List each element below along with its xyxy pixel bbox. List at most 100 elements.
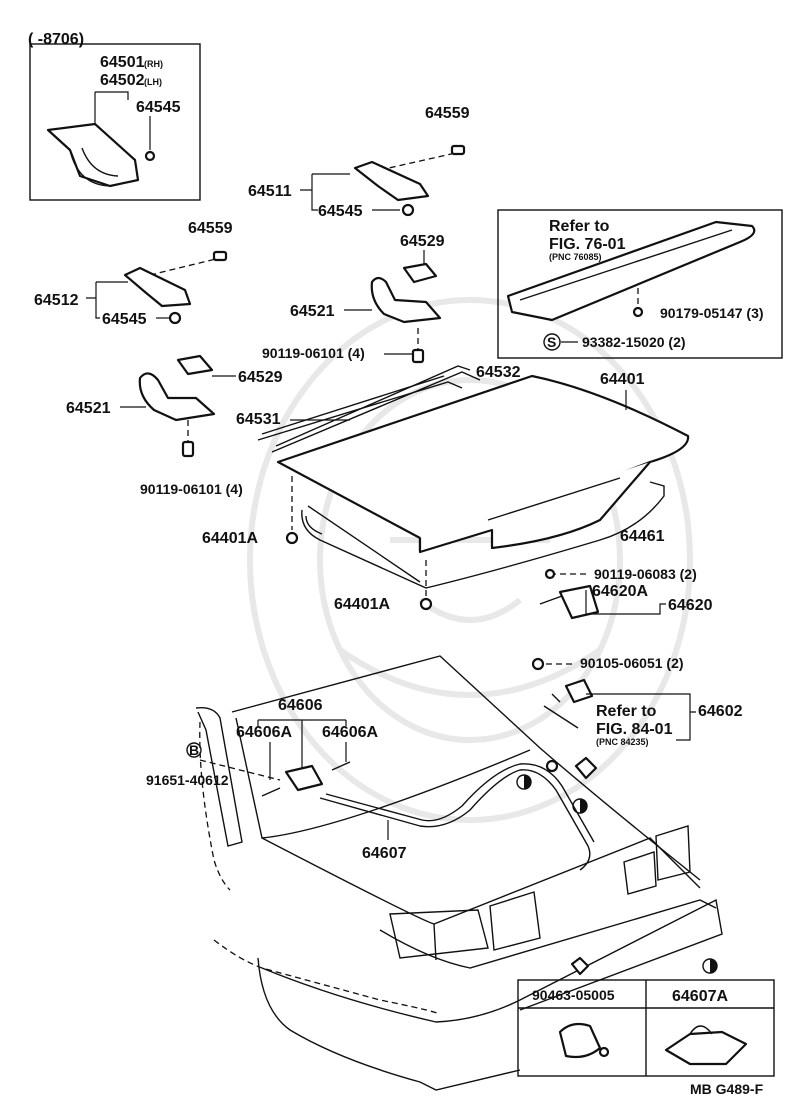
legend-table: 90463-05005 64607A [517, 956, 775, 1077]
label-64401: 64401 [600, 371, 645, 388]
label-64607: 64607 [362, 845, 407, 862]
figure-code: MB G489-F [690, 1081, 764, 1097]
label-bolt-4-b: 90119-06101 (4) [140, 481, 243, 497]
label-64532: 64532 [476, 364, 521, 381]
clamp-64607A [664, 1030, 748, 1066]
rear-window [231, 655, 701, 881]
hinge-arm-left: 64529 64521 90119-06101 (4) [66, 354, 283, 497]
date-range-label: ( -8706) [28, 31, 84, 48]
hinge-inset-box [29, 43, 201, 201]
bolt-90119-06083 [544, 568, 556, 580]
legend-diamond-symbol [570, 956, 590, 976]
bracket-64529-a [402, 262, 438, 284]
label-64501-side: (RH) [144, 59, 163, 69]
lock-fig-ref: FIG. 84-01 [596, 721, 673, 738]
torsion-rod-64531 [257, 375, 463, 441]
hinge-inset-part [46, 122, 140, 188]
diamond-marker [574, 756, 598, 780]
label-64602: 64602 [698, 703, 743, 720]
lock-assembly: 90119-06083 (2) 64620A 64620 [539, 566, 713, 620]
leader-64501 [94, 91, 129, 132]
release-cable: 64607 [319, 756, 598, 871]
car-body [195, 655, 723, 1091]
hinge-inset: 64501 (RH) 64502 (LH) 64545 [46, 54, 181, 188]
torsion-rods: 64532 64531 [236, 364, 521, 453]
label-64501: 64501 [100, 54, 145, 71]
trunk-opening [261, 837, 701, 925]
lock-64620 [558, 584, 600, 620]
hinge-arm-right: 64529 64521 90119-06101 (4) [262, 233, 445, 364]
clip-90463-on-cable [545, 759, 559, 773]
clip-90463-05005 [558, 1022, 602, 1059]
screw-90179 [632, 306, 644, 318]
cushion-64401A-b [419, 597, 433, 611]
label-64559-top: 64559 [425, 105, 470, 122]
weatherstrip-64461 [301, 481, 665, 589]
hinge-plate-64511 [353, 160, 430, 202]
tail-lamp-left [389, 909, 489, 959]
bolt-64559-b [212, 250, 228, 262]
legend-col2-part: 64607A [672, 988, 728, 1005]
striker-assembly: 90105-06051 (2) Refer to FIG. 84-01 (PNC… [531, 655, 743, 747]
trunk-lid-edge [418, 461, 651, 554]
lock-pnc: (PNC 84235) [596, 737, 649, 747]
label-64559-b: 64559 [188, 220, 233, 237]
rear-spoiler [506, 220, 756, 322]
label-64521-a: 64521 [290, 303, 335, 320]
label-64502-side: (LH) [144, 77, 162, 87]
c-pillar [195, 707, 243, 847]
label-bolt-2-a: 90119-06083 (2) [594, 566, 697, 582]
cushion-64401A-a [285, 531, 299, 545]
label-64529-b: 64529 [238, 369, 283, 386]
label-64401A-a: 64401A [202, 530, 258, 547]
hinge-64511: 64559 64511 64545 [248, 105, 470, 220]
trunk-lid-64401 [276, 374, 690, 552]
release-lever: 64606 64606A 64606A B 91651-40612 [146, 697, 378, 797]
nut-64545-b [168, 311, 182, 325]
label-64545-b: 64545 [102, 311, 147, 328]
label-64606A-b: 64606A [322, 724, 378, 741]
license-plate-area [489, 891, 541, 951]
label-64606A-a: 64606A [236, 724, 292, 741]
label-64401A-b: 64401A [334, 596, 390, 613]
trunk-lid: 64401 64461 64401A 64401A [202, 371, 690, 613]
s-symbol-circle [543, 333, 561, 351]
label-64511: 64511 [248, 183, 292, 200]
nut-90105 [531, 657, 545, 671]
bracket-64529-b [176, 354, 214, 376]
hinge-64512: 64559 64512 64545 [34, 220, 233, 328]
lever-64606 [284, 764, 324, 792]
label-91651: 91651-40612 [146, 772, 229, 788]
label-64512: 64512 [34, 292, 79, 309]
label-64531: 64531 [236, 411, 281, 428]
label-64521-b: 64521 [66, 400, 111, 417]
spoiler-screw: 90179-05147 (3) [660, 305, 764, 321]
bolt-64559-top [450, 144, 466, 156]
label-64461: 64461 [620, 528, 665, 545]
spoiler-refer-to: Refer to [549, 218, 610, 235]
cable-64607 [319, 769, 591, 871]
legend-col1-part: 90463-05005 [532, 987, 615, 1003]
lock-refer-to: Refer to [596, 703, 657, 720]
spoiler-s-symbol: S [547, 334, 556, 350]
label-64545-inset: 64545 [136, 99, 181, 116]
hinge-arm-64521-b [138, 372, 216, 422]
nut-inset [144, 150, 156, 162]
bolt-90119-b [181, 440, 195, 458]
hinge-arm-64521-a [370, 276, 442, 324]
spoiler-reference-box: Refer to FIG. 76-01 (PNC 76085) 90179-05… [497, 209, 783, 359]
label-64620A: 64620A [592, 583, 648, 600]
torsion-rod-64532 [271, 365, 481, 453]
rear-bumper [257, 957, 521, 1091]
spoiler-s-part: 93382-15020 (2) [582, 334, 686, 350]
bolt-90119-a [411, 348, 425, 364]
label-bolt-4-a: 90119-06101 (4) [262, 345, 365, 361]
hinge-plate-64512 [123, 266, 192, 308]
label-64502: 64502 [100, 72, 145, 89]
striker-plate [564, 678, 594, 704]
label-64620: 64620 [668, 597, 713, 614]
nut-64545-a [401, 203, 415, 217]
b-symbol-circle [186, 742, 202, 758]
label-nut-2: 90105-06051 (2) [580, 655, 684, 671]
